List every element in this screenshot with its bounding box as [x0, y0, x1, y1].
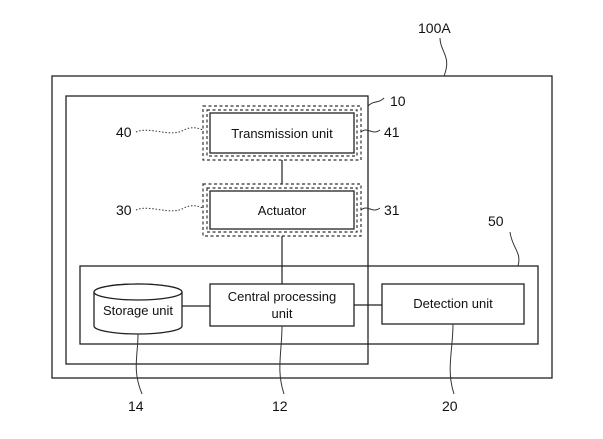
storage-ref: 14 — [128, 398, 144, 414]
transmission-outer-ref: 40 — [116, 124, 132, 140]
storage-unit-cylinder — [93, 283, 183, 335]
actuator-label: Actuator — [258, 203, 307, 218]
actuator-inner-ref: 31 — [384, 202, 400, 218]
detection-ref-leader — [449, 323, 455, 395]
transmission-dashed-outer — [202, 105, 362, 161]
transmission-dashed-inner — [206, 109, 358, 157]
inner-frame-ref: 10 — [390, 93, 406, 109]
cpu-ref: 12 — [272, 398, 288, 414]
detection-unit-label: Detection unit — [413, 296, 493, 311]
storage-ref-leader — [135, 333, 143, 395]
cpu-block-leader — [509, 231, 520, 267]
cpu-label-line2: unit — [272, 306, 293, 321]
inner-frame-leader — [367, 97, 385, 107]
transmission-unit-box — [209, 112, 355, 154]
device-ref: 100A — [418, 20, 451, 36]
device-frame-100a — [51, 75, 553, 379]
transmission-outer-leader — [135, 127, 204, 134]
cpu-block-frame-50 — [79, 265, 539, 345]
actuator-outer-leader — [135, 205, 204, 212]
detection-unit-box — [381, 283, 525, 325]
cpu-block-ref: 50 — [488, 213, 504, 229]
detection-ref: 20 — [442, 398, 458, 414]
actuator-box — [209, 190, 355, 230]
transmission-unit-label: Transmission unit — [231, 126, 333, 141]
transmission-inner-ref: 41 — [384, 124, 400, 140]
actuator-dashed-inner — [206, 187, 358, 233]
transmission-inner-leader — [360, 129, 381, 133]
device-leader — [439, 37, 448, 77]
storage-unit-label: Storage unit — [103, 303, 173, 318]
actuator-outer-ref: 30 — [116, 202, 132, 218]
cpu-ref-leader — [279, 325, 285, 395]
actuator-inner-leader — [360, 207, 381, 211]
cpu-label-line1: Central processing — [228, 289, 336, 304]
inner-frame-10 — [65, 95, 369, 365]
